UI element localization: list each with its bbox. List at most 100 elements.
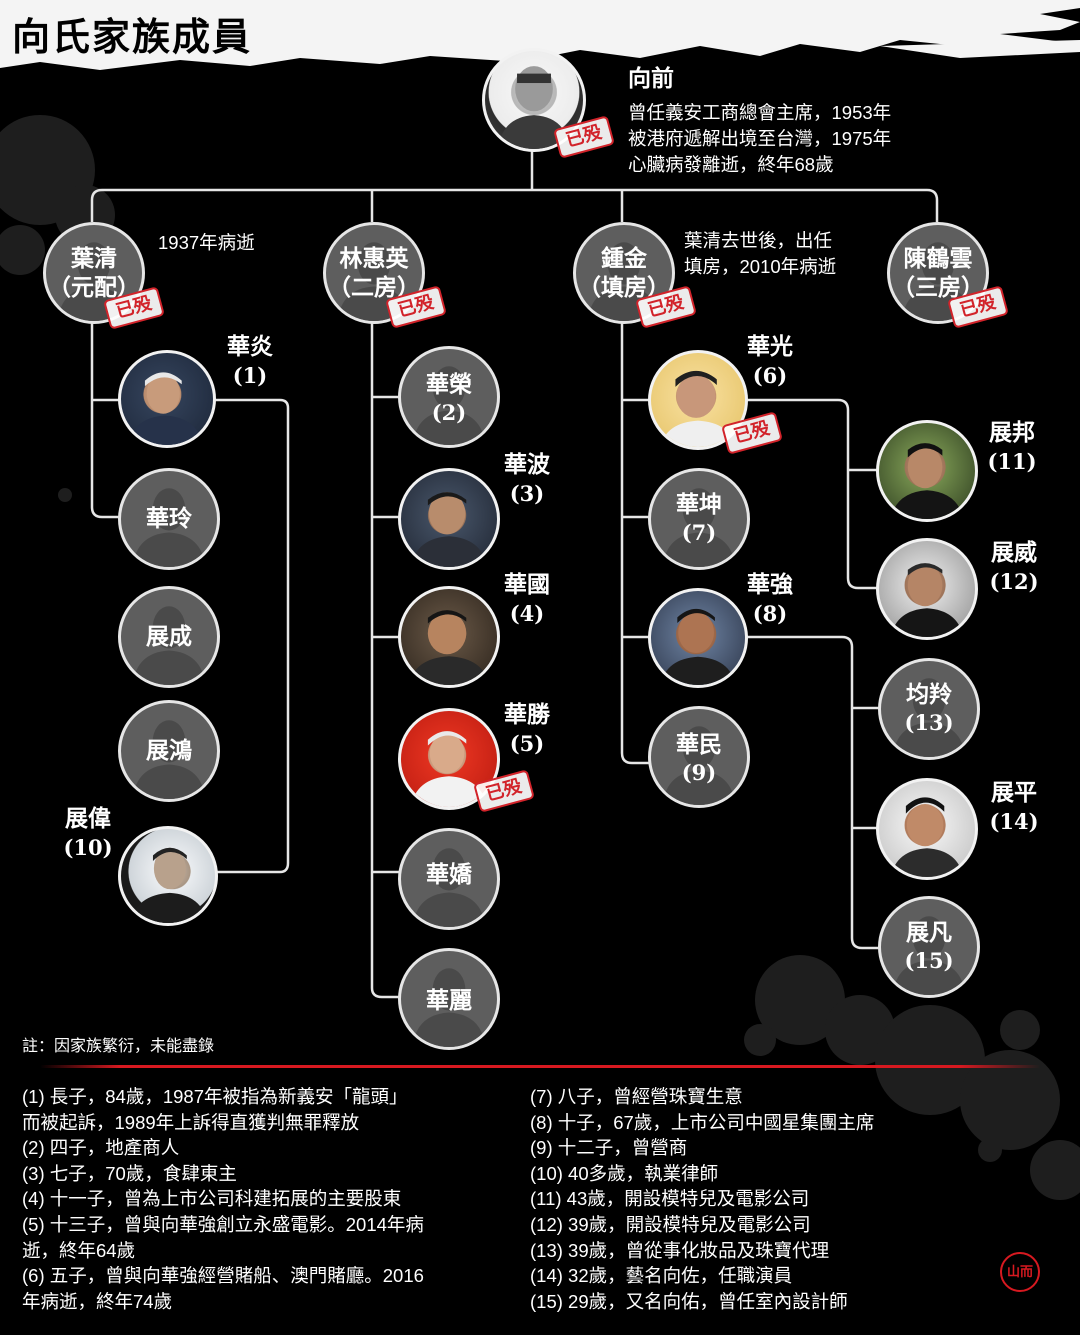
patriarch-desc-line: 曾任義安工商總會主席，1953年 [628, 102, 892, 123]
patriarch-name: 向前 [628, 64, 674, 94]
node-zhan-hong: 展鴻 [118, 700, 220, 802]
notes-left: (1) 長子，84歲，1987年被指為新義安「龍頭」 而被起訴，1989年上訴得… [22, 1084, 512, 1314]
portrait-silhouette [890, 443, 964, 519]
child-number: (5) [509, 730, 545, 756]
wife-name: 鍾金 [601, 245, 647, 272]
wife-note: 1937年病逝 [158, 230, 255, 256]
wife-note-line: 1937年病逝 [158, 232, 255, 253]
child-name: 華榮 [426, 371, 472, 398]
child-name: 展平 [991, 779, 1037, 806]
node-jun-ling: 均羚(13) [878, 658, 980, 760]
tag-zhan-ping: 展平(14) [984, 778, 1044, 835]
portrait-silhouette [660, 608, 736, 685]
patriarch-description: 曾任義安工商總會主席，1953年 被港府遞解出境至台灣，1975年 心臟病發離逝… [628, 100, 891, 178]
note-line: 年病逝，終年74歲 [22, 1290, 173, 1312]
child-name: 華波 [504, 451, 550, 478]
photo-zhan-wei-12 [876, 538, 978, 640]
photo-hua-guo [398, 586, 500, 688]
note-line: (15) 29歲，又名向佑，曾任室內設計師 [530, 1290, 848, 1312]
patriarch-desc-line: 心臟病發離逝，終年68歲 [628, 153, 834, 175]
child-number: (12) [989, 568, 1039, 594]
note-line: 而被起訴，1989年上訴得直獲判無罪釋放 [22, 1111, 360, 1133]
person-silhouette-icon [662, 726, 736, 805]
wife-name: 葉清 [71, 245, 117, 272]
portrait-silhouette [130, 847, 208, 923]
child-number: (14) [989, 808, 1039, 834]
wife-name: 陳鶴雲 [903, 245, 973, 272]
child-name: 展成 [146, 623, 192, 650]
tag-hua-guo: 華國(4) [500, 570, 554, 627]
node-hua-ling: 華玲 [118, 468, 220, 570]
tag-hua-qiang: 華強(8) [740, 570, 800, 627]
note-line: (7) 八子，曾經營珠寶生意 [530, 1086, 743, 1107]
child-number: (4) [509, 600, 545, 626]
person-silhouette-icon [132, 720, 206, 799]
wife-note-line: 葉清去世後，出任 [684, 230, 833, 251]
person-silhouette-icon [412, 366, 486, 445]
child-name: 華民 [676, 731, 722, 758]
portrait-silhouette [890, 797, 964, 877]
child-number: (15) [904, 947, 954, 973]
note-line: 逝，終年64歲 [22, 1239, 136, 1261]
photo-zhan-wei-10 [118, 826, 218, 926]
brush-stroke-background [0, 0, 1080, 70]
note-line: (6) 五子，曾與向華強經營賭船、澳門賭廳。2016 [22, 1265, 424, 1287]
child-number: (10) [63, 834, 113, 860]
node-hua-min: 華民(9) [648, 706, 750, 808]
photo-zhan-bang [876, 420, 978, 522]
note-line: (13) 39歲，曾從事化妝品及珠寶代理 [530, 1239, 830, 1261]
node-hua-rong: 華榮(2) [398, 346, 500, 448]
node-zhan-cheng: 展成 [118, 586, 220, 688]
tag-hua-yan: 華炎(1) [220, 332, 280, 389]
person-silhouette-icon [132, 606, 206, 685]
child-name: 華麗 [426, 987, 472, 1014]
child-number: (3) [509, 480, 545, 506]
child-name: 華強 [747, 571, 793, 598]
portrait-silhouette [408, 610, 490, 685]
person-silhouette-icon [132, 488, 206, 567]
header-banner: 向氏家族成員 [0, 0, 1080, 72]
photo-zhan-ping [876, 778, 978, 880]
photo-hua-yan [118, 350, 216, 448]
note-line: (9) 十二子，曾營商 [530, 1137, 688, 1159]
node-zhan-fan: 展凡(15) [878, 896, 980, 998]
photo-hua-guang [648, 350, 748, 450]
tag-hua-bo: 華波(3) [500, 450, 554, 507]
child-name: 展威 [991, 539, 1037, 566]
note-line: (3) 七子，70歲，食肆東主 [22, 1162, 237, 1184]
wife-note: 葉清去世後，出任 填房，2010年病逝 [684, 228, 836, 280]
publisher-logo: 山而 [1000, 1252, 1040, 1292]
note-line: (4) 十一子，曾為上市公司科建拓展的主要股東 [22, 1188, 402, 1210]
child-name: 華坤 [676, 491, 722, 518]
child-name: 展鴻 [146, 737, 192, 764]
portrait-silhouette [128, 372, 204, 445]
tag-hua-guang: 華光(6) [740, 332, 800, 389]
person-silhouette-icon [412, 968, 486, 1047]
note-line: (8) 十子，67歲，上市公司中國星集團主席 [530, 1111, 875, 1133]
child-number: (13) [904, 709, 954, 735]
person-silhouette-icon [412, 848, 486, 927]
tag-zhan-wei-12: 展威(12) [984, 538, 1044, 595]
person-silhouette-icon [892, 916, 966, 995]
child-name: 華勝 [504, 701, 550, 728]
child-name: 華國 [504, 571, 550, 598]
child-name: 華嬌 [426, 861, 472, 888]
child-number: (8) [752, 600, 788, 626]
child-name: 均羚 [906, 681, 952, 708]
note-line: (14) 32歲，藝名向佐，任職演員 [530, 1265, 793, 1287]
child-name: 華光 [747, 333, 793, 360]
child-number: (1) [232, 362, 268, 388]
child-number: (9) [681, 759, 717, 785]
note-line: (2) 四子，地產商人 [22, 1137, 180, 1159]
note-line: (5) 十三子，曾與向華強創立永盛電影。2014年病 [22, 1213, 424, 1235]
child-number: (11) [987, 448, 1037, 474]
wife-name: 林惠英 [339, 245, 409, 272]
notes-right: (7) 八子，曾經營珠寶生意 (8) 十子，67歲，上市公司中國星集團主席 (9… [530, 1084, 970, 1314]
divider-line [40, 1065, 1040, 1068]
portrait-silhouette [498, 66, 570, 149]
patriarch-portrait [482, 48, 586, 152]
tag-hua-sheng: 華勝(5) [500, 700, 554, 757]
portrait-silhouette [410, 492, 488, 567]
